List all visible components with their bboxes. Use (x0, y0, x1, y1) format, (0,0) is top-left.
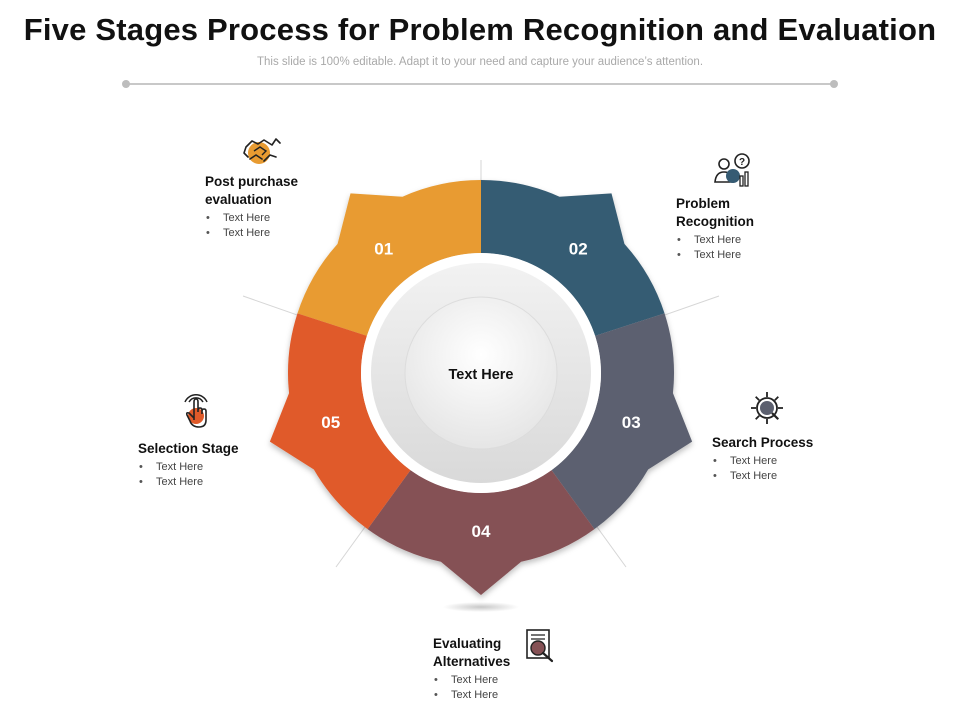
tab-shadow (443, 602, 519, 612)
stage-bullets: Text Here Text Here (712, 454, 852, 484)
bullet-item: Text Here (712, 454, 852, 469)
stage-bullets: Text Here Text Here (433, 673, 533, 703)
segment-04 (367, 470, 595, 595)
document-search-icon (526, 629, 554, 663)
stage-title: Post purchase evaluation (205, 174, 299, 207)
stage-search-process: Search Process Text Here Text Here (712, 434, 852, 484)
bullet-item: Text Here (433, 688, 533, 703)
bullet-item: Text Here (205, 226, 345, 241)
stage-bullets: Text Here Text Here (138, 460, 268, 490)
stage-title: Problem Recognition (676, 196, 754, 229)
stage-title: Evaluating Alternatives (433, 636, 511, 669)
stage-title: Search Process (712, 435, 814, 450)
segment-01 (297, 180, 481, 336)
divider-right-dot (830, 80, 838, 88)
center-disc (404, 296, 558, 450)
stage-title: Selection Stage (138, 441, 239, 456)
segment-02 (481, 180, 665, 336)
divider-left-dot (122, 80, 130, 88)
stage-bullets: Text Here Text Here (676, 233, 786, 263)
gear-search-icon (751, 392, 783, 424)
svg-text:?: ? (739, 157, 745, 168)
touch-hand-icon (184, 394, 208, 428)
bullet-item: Text Here (205, 211, 345, 226)
segment-03 (551, 313, 693, 530)
bullet-item: Text Here (138, 475, 268, 490)
segment-number-01: 01 (374, 239, 393, 258)
bullet-item: Text Here (138, 460, 268, 475)
segment-number-03: 03 (622, 413, 641, 432)
center-label: Text Here (448, 367, 513, 383)
title-divider (126, 83, 834, 85)
segment-05 (269, 313, 411, 530)
stage-evaluating-alternatives: Evaluating Alternatives Text Here Text H… (433, 635, 533, 703)
segment-number-05: 05 (321, 413, 340, 432)
page-title: Five Stages Process for Problem Recognit… (23, 12, 937, 47)
bullet-item: Text Here (712, 469, 852, 484)
stage-problem-recognition: Problem Recognition Text Here Text Here (676, 195, 786, 263)
bullet-item: Text Here (433, 673, 533, 688)
stage-bullets: Text Here Text Here (205, 211, 345, 241)
page-subtitle: This slide is 100% editable. Adapt it to… (256, 56, 704, 68)
bullet-item: Text Here (676, 248, 786, 263)
segment-number-02: 02 (569, 239, 588, 258)
stage-selection: Selection Stage Text Here Text Here (138, 440, 268, 490)
bullet-item: Text Here (676, 233, 786, 248)
problem-person-icon: ? (714, 153, 750, 187)
stage-post-purchase: Post purchase evaluation Text Here Text … (205, 173, 345, 241)
segment-number-04: 04 (472, 522, 491, 541)
handshake-icon (243, 138, 281, 164)
